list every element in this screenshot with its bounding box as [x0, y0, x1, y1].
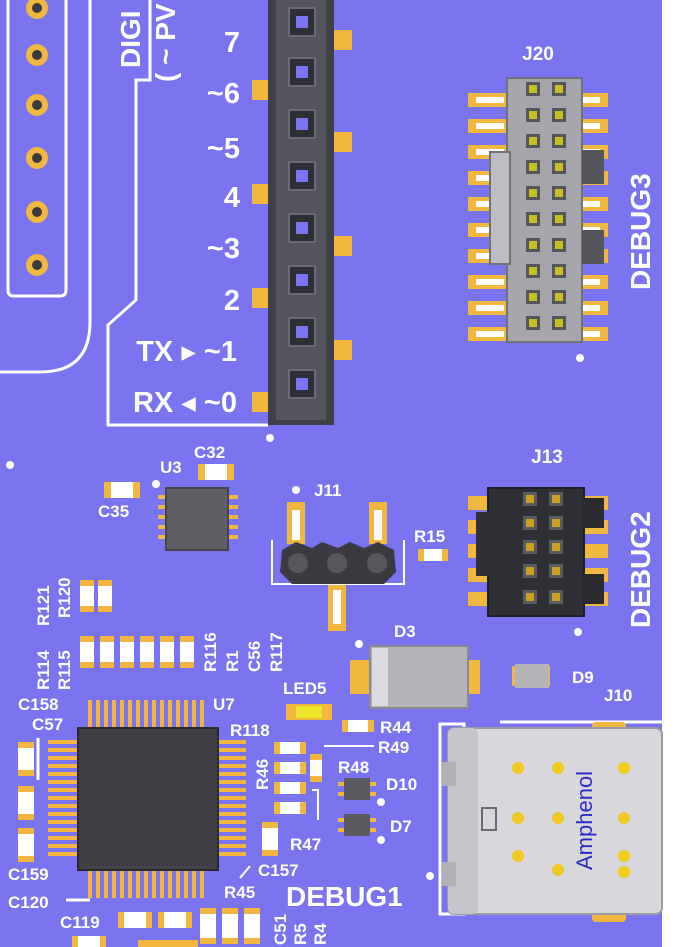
c35-label: C35: [98, 502, 129, 521]
c159-label: C159: [8, 865, 49, 884]
resistor-row: [80, 636, 194, 668]
c57-label: C57: [32, 715, 63, 734]
d10-label: D10: [386, 775, 417, 794]
d3-dot: [355, 640, 363, 648]
j11-dot: [292, 486, 300, 494]
c51-label: C51: [271, 914, 290, 945]
d10-chip: [338, 778, 376, 800]
r120-r121-resistors: [80, 580, 112, 612]
r48-label: R48: [338, 758, 369, 777]
c157-line: [239, 865, 251, 879]
pin-1-label: TX ▸ ~1: [136, 336, 237, 368]
u7-label: U7: [213, 695, 235, 714]
r44-resistor: [342, 720, 374, 732]
r44-label: R44: [380, 718, 412, 737]
d7-label: D7: [390, 817, 412, 836]
r5-label: R5: [291, 923, 310, 945]
r47-label: R47: [290, 835, 321, 854]
r45-label: R45: [224, 883, 255, 902]
r1-label: R1: [223, 650, 242, 672]
c35-capacitor: [104, 482, 140, 498]
pin-2-label: 2: [224, 285, 240, 317]
amphenol-brand-text: Amphenol: [572, 771, 597, 870]
c119-label: C119: [60, 913, 100, 932]
digital-title-bottom: ( ~ PV: [150, 3, 181, 82]
r4-label: R4: [311, 923, 330, 945]
pin-6-label: ~6: [207, 78, 240, 110]
digital-female-header: [252, 0, 352, 442]
pin-4-label: 4: [224, 182, 240, 214]
j13-debug-connector: [468, 487, 608, 636]
r114-label: R114: [34, 650, 53, 690]
j13-label: J13: [531, 447, 563, 468]
c158-label: C158: [18, 695, 59, 714]
pin-5-label: ~5: [207, 133, 240, 165]
r118-label: R118: [230, 721, 270, 740]
pin-0-label: RX ◂ ~0: [133, 387, 237, 419]
r15-label: R15: [414, 527, 445, 546]
marker-dot: [6, 461, 14, 469]
u3-chip: [152, 480, 238, 551]
c32-capacitor: [198, 464, 234, 480]
led5-label: LED5: [283, 679, 326, 698]
j10-usb-c-connector: [426, 720, 663, 922]
pin-3-label: ~3: [207, 233, 240, 265]
j20-label: J20: [522, 44, 554, 65]
j11-label: J11: [314, 481, 341, 500]
board-edge-margin: [662, 0, 688, 947]
r121-label: R121: [34, 585, 53, 626]
c56-label: C56: [245, 641, 264, 672]
left-header-holes: [26, 0, 48, 276]
bottom-caps: [72, 908, 260, 947]
d3-label: D3: [394, 622, 416, 641]
r115-label: R115: [55, 650, 74, 690]
d10-dot: [377, 798, 385, 806]
debug3-label: DEBUG3: [625, 173, 656, 290]
debug1-label: DEBUG1: [286, 881, 403, 912]
pin-7-label: 7: [224, 27, 240, 59]
digital-pin-labels: 7 ~6 ~5 4 ~3 2 TX ▸ ~1 RX ◂ ~0: [133, 27, 240, 419]
board-outline-silkscreen: [0, 0, 268, 427]
d7-chip: [338, 814, 376, 836]
j11-jumper: [271, 502, 405, 631]
j10-label: J10: [604, 686, 632, 705]
digital-title-top: DIGI: [115, 10, 146, 68]
c32-label: C32: [194, 443, 225, 462]
r15-resistor: [418, 549, 448, 561]
r49-label: R49: [378, 738, 409, 757]
d7-dot: [377, 836, 385, 844]
u7-microcontroller: [48, 700, 246, 898]
r46-label: R46: [253, 759, 272, 790]
led5: [286, 704, 332, 720]
d9-diode: [512, 664, 550, 688]
d3-diode: [350, 645, 480, 709]
j20-debug-connector: [468, 77, 608, 362]
r116-label: R116: [201, 632, 220, 672]
r46-resistor-group: [262, 742, 322, 856]
c157-label: C157: [258, 861, 299, 880]
debug2-label: DEBUG2: [625, 511, 656, 628]
d9-label: D9: [572, 668, 594, 687]
u3-label: U3: [160, 458, 182, 477]
r120-label: R120: [55, 577, 74, 618]
u7-left-caps: [18, 738, 40, 862]
r117-label: R117: [267, 632, 286, 672]
c120-label: C120: [8, 893, 49, 912]
